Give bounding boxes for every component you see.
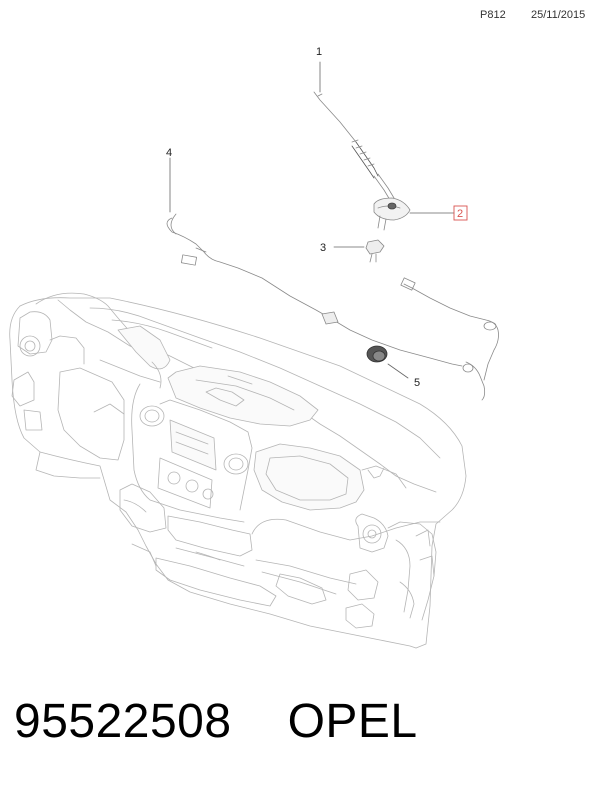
callout-5: 5 [414, 377, 420, 389]
antenna-base-part [373, 197, 455, 231]
diagram-date: 25/11/2015 [531, 9, 586, 21]
part-number: 95522508 [14, 695, 232, 748]
grommet-part [366, 345, 409, 379]
part-footer: 95522508 OPEL [14, 694, 418, 749]
callout-3: 3 [320, 242, 326, 254]
dashboard-assembly [9, 292, 467, 649]
antenna-cable-part [166, 157, 499, 401]
callout-1: 1 [316, 46, 322, 58]
antenna-mast-part [313, 61, 395, 201]
clip-part [333, 239, 385, 263]
callout-4: 4 [166, 147, 172, 159]
callout-2-highlight [453, 205, 468, 221]
callout-2: 2 [457, 208, 463, 220]
brand-name: OPEL [287, 695, 418, 748]
diagram-code: P812 [480, 9, 506, 21]
